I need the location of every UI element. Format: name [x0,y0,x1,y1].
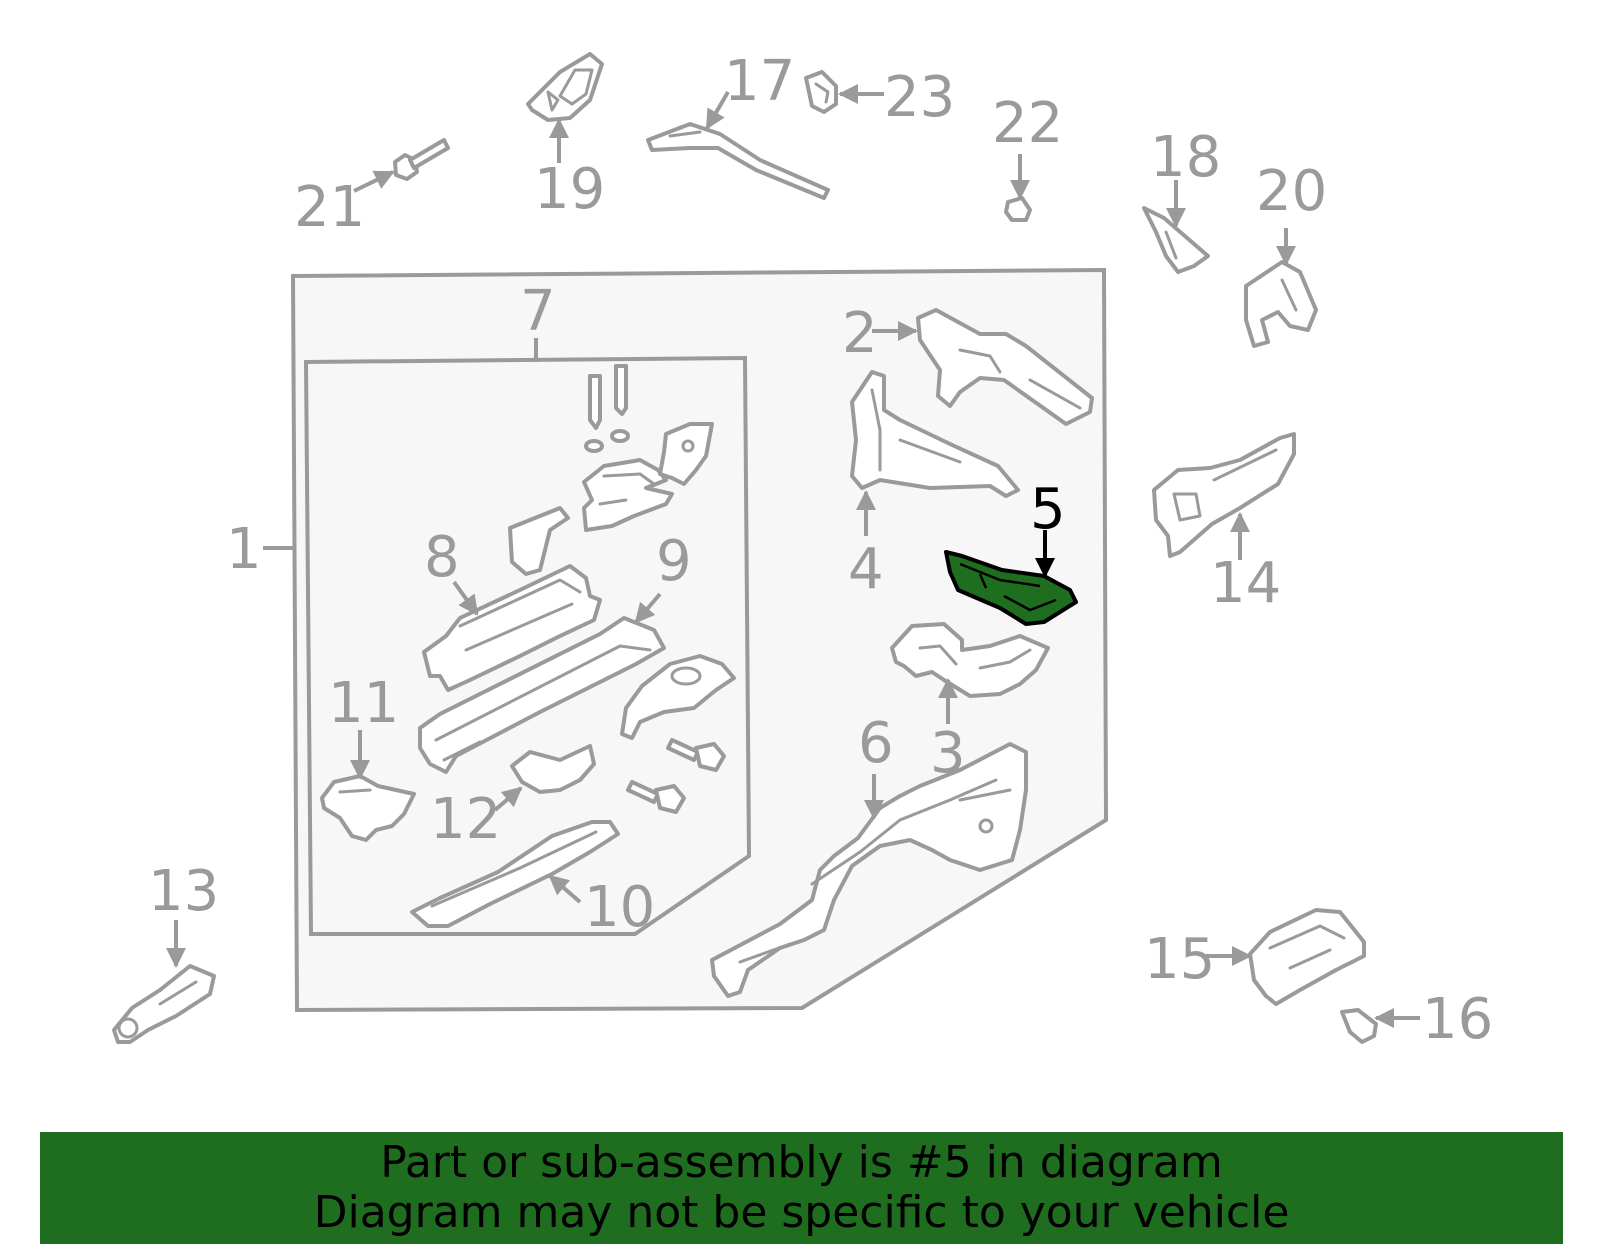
part-3-bracket [890,622,1050,698]
part-15-bracket [1248,908,1366,1006]
part-19-bracket [526,52,604,122]
leader-9 [634,592,662,624]
part-23-grommet [804,70,838,114]
callout-17: 17 [724,49,795,114]
part-17-rod [646,122,830,200]
banner-line-1: Part or sub-assembly is #5 in diagram [380,1137,1223,1188]
callout-15: 15 [1144,927,1215,992]
callout-19: 19 [534,157,605,222]
callout-23: 23 [884,65,955,130]
banner-line-2: Diagram may not be specific to your vehi… [313,1187,1290,1238]
callout-14: 14 [1210,551,1281,616]
callout-22: 22 [992,91,1063,156]
strut-tower-plate [620,654,736,740]
part-20-bracket [1244,260,1318,348]
leader-8 [452,580,479,616]
callout-21: 21 [294,175,365,240]
callout-5: 5 [1030,477,1066,542]
bolts [626,738,726,814]
part-9-rail [418,616,666,774]
leader-12 [493,786,523,812]
mount-block [582,458,674,532]
callout-6: 6 [858,711,894,776]
part-10-rail [410,820,620,928]
leader-17 [705,90,730,130]
callout-7: 7 [520,279,556,344]
part-8-rail [422,564,602,692]
callout-13: 13 [148,859,219,924]
callout-10: 10 [584,875,655,940]
mount-bracket [658,422,714,486]
studs [584,364,630,453]
part-21-bolt [393,138,450,181]
part-13-bracket [112,964,216,1044]
callout-9: 9 [656,529,692,594]
callout-3: 3 [930,721,966,786]
part-6-wheelhouse [710,742,1028,998]
callout-8: 8 [424,525,460,590]
part-16-clip [1340,1008,1378,1044]
part-5-highlighted [944,550,1078,626]
callout-4: 4 [848,537,884,602]
callout-2: 2 [842,301,878,366]
callout-16: 16 [1422,987,1493,1052]
callout-20: 20 [1256,159,1327,224]
part-12-bracket [510,744,596,794]
angle-bracket [508,506,570,576]
callout-18: 18 [1150,125,1221,190]
part-14-rail [1152,432,1296,558]
leader-21 [353,170,395,193]
part-2-rail [916,308,1094,426]
callout-11: 11 [328,671,399,736]
part-4-apron [850,370,1020,498]
part-22-clip [1004,196,1032,222]
info-banner: Part or sub-assembly is #5 in diagram Di… [40,1132,1563,1244]
callout-12: 12 [430,787,501,852]
callout-1: 1 [226,517,262,582]
leader-10 [548,874,582,904]
